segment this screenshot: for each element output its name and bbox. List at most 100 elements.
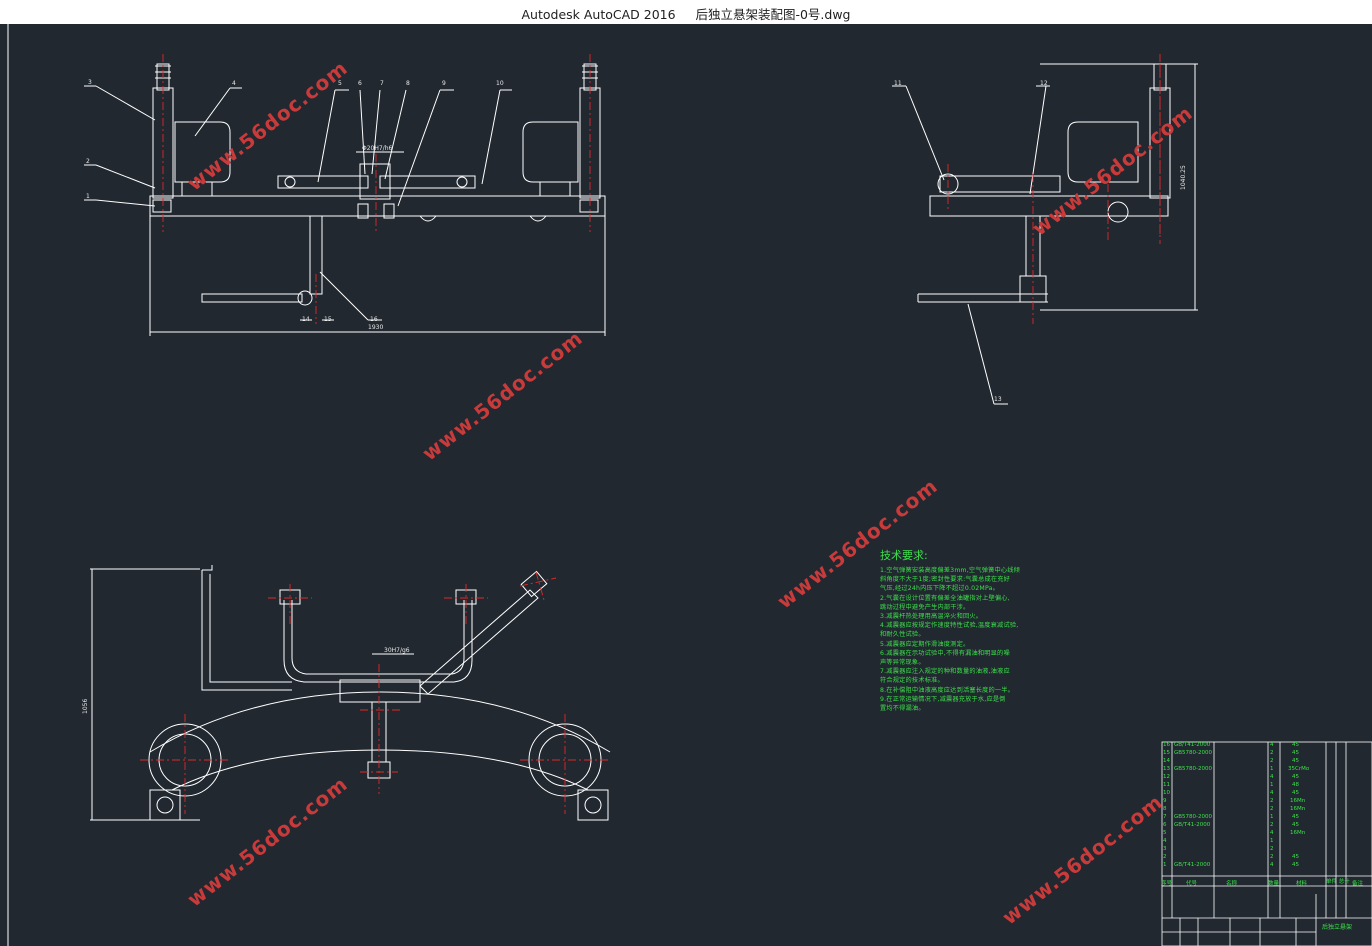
bom-qty: 2 [1270, 806, 1274, 812]
bom-no: 2 [1163, 854, 1167, 860]
requirement-line: 2.气囊在设计位置有偏差全油罐指对上壁偏心, [880, 594, 1010, 602]
requirement-line: 4.减震器应按规定作速度特性试验,温度衰减试验, [880, 622, 1019, 630]
requirement-line: 8.在补偿阻中油液高度应达到活塞长度的一半。 [880, 686, 1015, 694]
bom-header-qty: 数量 [1268, 881, 1280, 887]
bom-no: 10 [1163, 790, 1170, 796]
bom-mat: 45 [1292, 750, 1299, 756]
bom-header-mat: 材料 [1296, 881, 1308, 887]
part-label: 1 [86, 193, 90, 200]
title-bar: Autodesk AutoCAD 2016 后独立悬架装配图-0号.dwg [0, 0, 1372, 25]
bom-code: GB5780-2000 [1174, 750, 1213, 756]
requirement-line: 和耐久性试验。 [880, 631, 925, 639]
part-label: 4 [232, 80, 236, 87]
part-label: 11 [894, 80, 902, 87]
part-label: 2 [86, 158, 90, 165]
technical-requirements-title: 技术要求: [880, 549, 928, 562]
bom-mat: 16Mn [1290, 798, 1306, 804]
bom-no: 5 [1163, 830, 1167, 836]
bom-qty: 1 [1270, 814, 1274, 820]
bom-no: 14 [1163, 758, 1170, 764]
side-airbag [1067, 121, 1139, 183]
bom-code: GB5780-2000 [1174, 766, 1213, 772]
part-label: 5 [338, 80, 342, 87]
requirement-line: 符合规定的技术标准。 [880, 677, 944, 685]
bom-table-lines [1161, 741, 1372, 946]
bom-qty: 1 [1270, 766, 1274, 772]
requirement-line: 斜角度不大于1度;密封性要求:气囊总成在充好 [880, 576, 1011, 584]
bom-qty: 4 [1270, 862, 1274, 868]
front-link-rod-left [277, 175, 369, 189]
part-label: 8 [406, 80, 410, 87]
plan-arch-lower [171, 749, 589, 791]
bom-qty: 4 [1270, 742, 1274, 748]
front-fit-dimension-text: Φ20H7/h6 [362, 145, 393, 152]
title-block-name: 后独立悬架 [1322, 924, 1353, 931]
bom-qty: 2 [1270, 758, 1274, 764]
bom-header-no: 序号 [1161, 881, 1173, 887]
plan-u-bracket [283, 600, 473, 683]
part-label: 13 [994, 396, 1002, 403]
part-label: 16 [370, 316, 378, 323]
bom-header-weight: 单件 总计 [1326, 879, 1350, 885]
part-label: 6 [358, 80, 362, 87]
cad-drawing [7, 24, 1372, 946]
requirement-line: 声等异常现象。 [880, 659, 925, 667]
bom-header-name: 名称 [1226, 881, 1238, 887]
bom-mat: 45 [1292, 814, 1299, 820]
bom-mat: 48 [1292, 782, 1299, 788]
bom-qty: 2 [1270, 750, 1274, 756]
bom-no: 12 [1163, 774, 1170, 780]
bom-header-code: 代号 [1186, 881, 1198, 887]
bom-qty: 1 [1270, 782, 1274, 788]
bom-code: GB/T41-2000 [1174, 862, 1211, 868]
bom-no: 4 [1163, 838, 1167, 844]
bom-no: 1 [1163, 862, 1167, 868]
bom-mat: 45 [1292, 862, 1299, 868]
bom-mat: 45 [1292, 854, 1299, 860]
plan-diagonal-arm [419, 589, 539, 695]
bom-qty: 4 [1270, 790, 1274, 796]
bom-no: 11 [1163, 782, 1170, 788]
bom-qty: 2 [1270, 846, 1274, 852]
side-view [892, 63, 1198, 405]
bom-qty: 2 [1270, 798, 1274, 804]
front-main-beam [149, 195, 606, 217]
bom-qty: 1 [1270, 838, 1274, 844]
bom-code: GB/T41-2000 [1174, 822, 1211, 828]
bom-no: 15 [1163, 750, 1170, 756]
bom-qty: 2 [1270, 822, 1274, 828]
bom-no: 3 [1163, 846, 1167, 852]
part-label: 9 [442, 80, 446, 87]
plan-arch-upper [149, 691, 611, 753]
part-label: 15 [324, 316, 332, 323]
bom-code: GB5780-2000 [1174, 814, 1213, 820]
bom-mat: 45 [1292, 822, 1299, 828]
requirement-line: 跳动过程中避免产生内部干涉。 [880, 603, 970, 611]
bom-mat: 45 [1292, 742, 1299, 748]
requirement-line: 气压,经过24h内压下降不超过0.02MPa。 [880, 585, 999, 593]
bom-mat: 45 [1292, 774, 1299, 780]
bom-no: 13 [1163, 766, 1170, 772]
front-view [84, 63, 606, 336]
bom-table: 16 GB/T41-2000 4 45 15 GB5780-2000 2 45 … [1160, 742, 1372, 946]
part-label: 3 [88, 79, 92, 86]
side-upper-arm [939, 175, 1061, 193]
requirement-line: 7.减震器应注入规定的种和数量的油液,油液应 [880, 668, 1010, 676]
bom-code: GB/T41-2000 [1174, 742, 1211, 748]
requirement-line: 5.减震器应定期作滑油度测定。 [880, 640, 970, 648]
front-width-dimension-text: 1930 [368, 324, 384, 331]
plan-view [90, 565, 611, 821]
front-left-airbag [174, 121, 231, 183]
bom-no: 16 [1163, 742, 1170, 748]
requirement-line: 3.减震杆热处理用高温淬火和回火。 [880, 613, 983, 621]
part-label: 10 [496, 80, 504, 87]
front-link-rod-right [379, 175, 476, 189]
front-right-airbag [522, 121, 579, 183]
bom-mat: 35CrMo [1288, 766, 1310, 772]
technical-requirements: 技术要求: 1.空气弹簧安装高度偏差3mm,空气弹簧中心线倾 斜角度不大于1度;… [880, 547, 1080, 713]
side-lower-beam [929, 195, 1169, 217]
part-label: 12 [1040, 80, 1048, 87]
drawing-canvas[interactable]: 3 4 2 1 5 6 7 8 9 10 11 12 13 14 15 16 1… [0, 24, 1372, 946]
bom-qty: 4 [1270, 830, 1274, 836]
part-label: 14 [302, 316, 310, 323]
